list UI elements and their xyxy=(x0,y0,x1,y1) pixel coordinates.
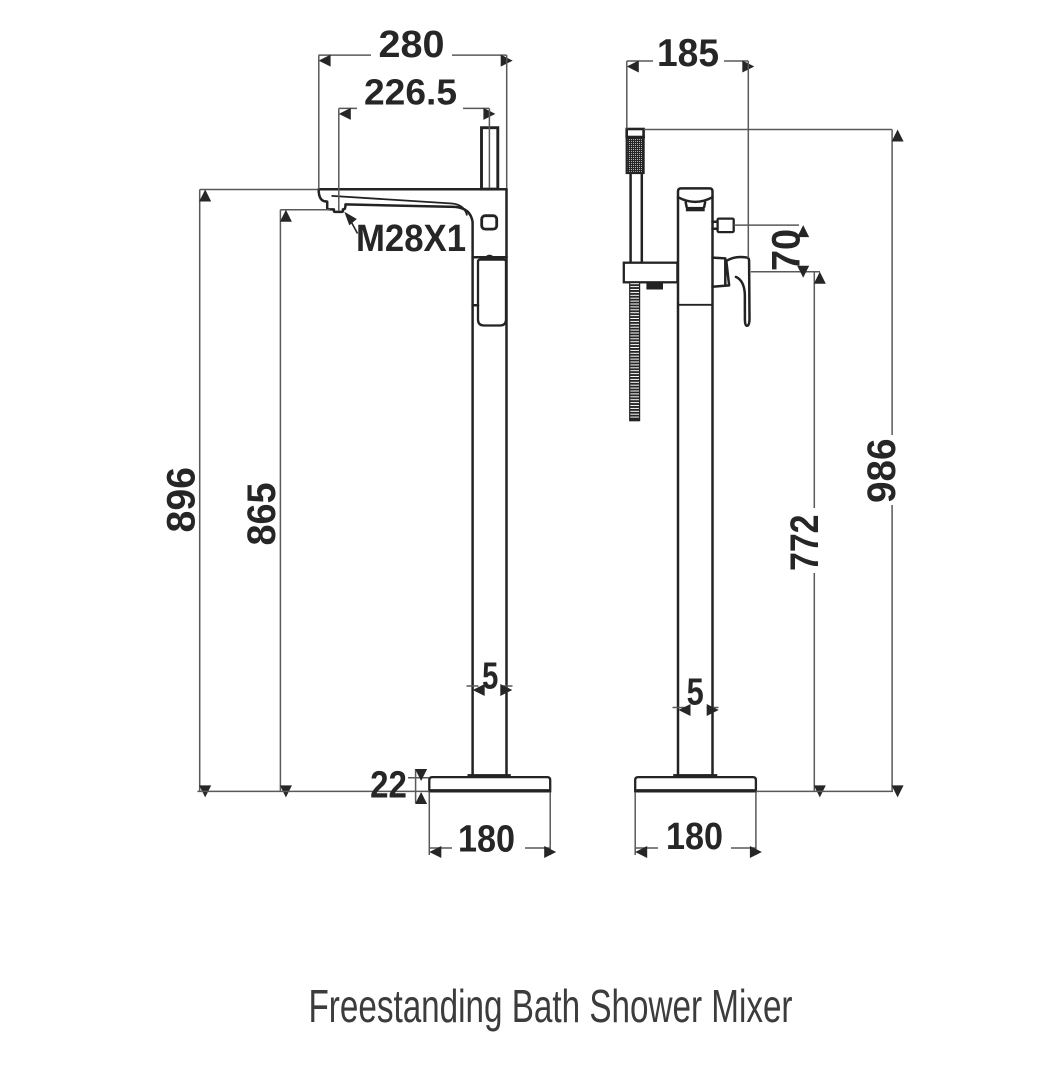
svg-text:22: 22 xyxy=(370,765,407,807)
svg-text:185: 185 xyxy=(657,32,719,75)
svg-text:865: 865 xyxy=(240,483,284,546)
svg-text:226.5: 226.5 xyxy=(364,72,457,113)
svg-text:986: 986 xyxy=(860,439,904,504)
svg-text:772: 772 xyxy=(783,515,827,572)
svg-text:5: 5 xyxy=(687,672,704,714)
svg-text:896: 896 xyxy=(159,467,203,533)
svg-text:5: 5 xyxy=(482,655,498,697)
svg-text:180: 180 xyxy=(666,816,723,858)
svg-text:280: 280 xyxy=(379,24,445,66)
svg-text:70: 70 xyxy=(765,229,809,271)
svg-text:M28X1: M28X1 xyxy=(356,218,466,260)
svg-text:Freestanding Bath Shower Mixer: Freestanding Bath Shower Mixer xyxy=(309,980,793,1032)
svg-text:180: 180 xyxy=(458,819,515,861)
